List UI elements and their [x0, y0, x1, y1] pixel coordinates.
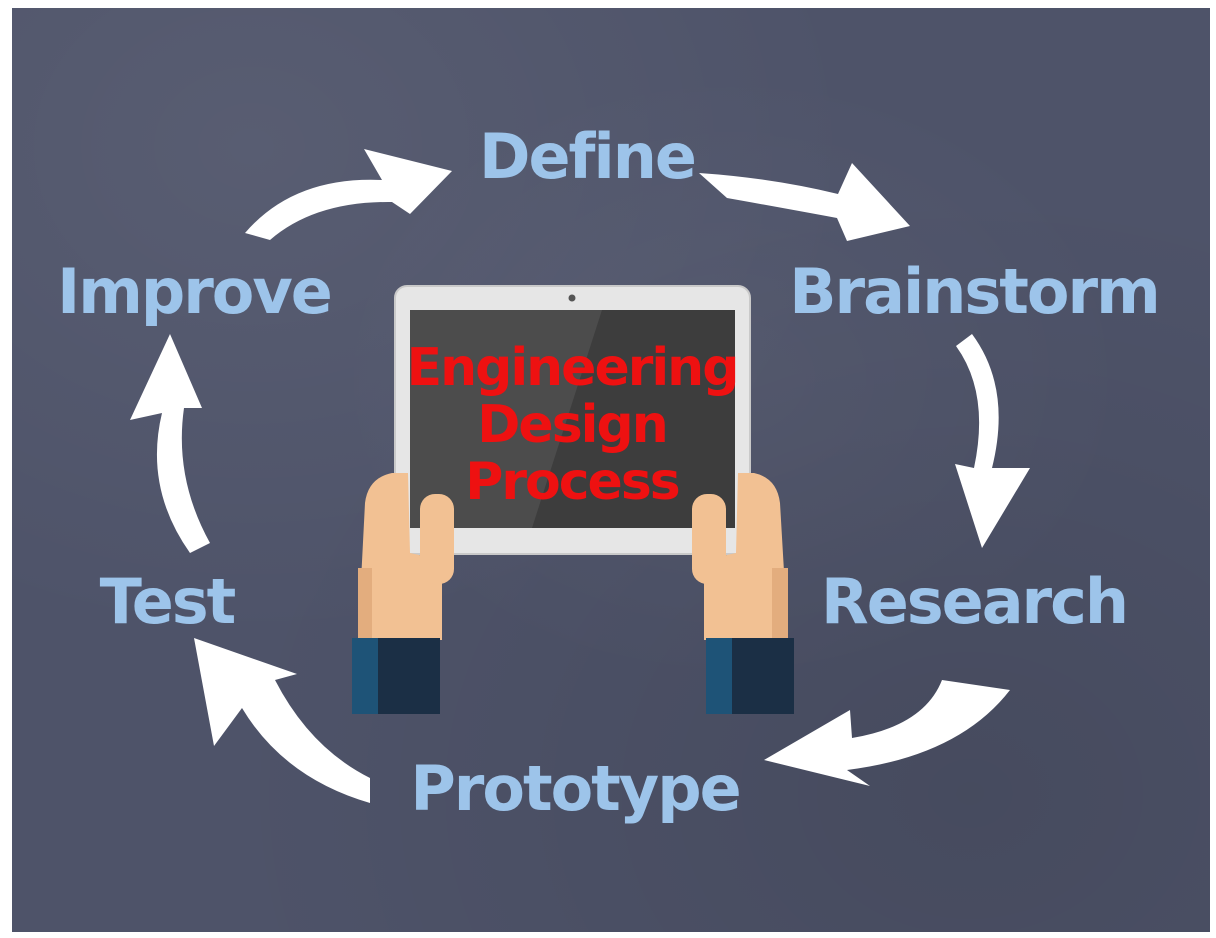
- arrow-brainstorm-to-research: [955, 334, 1030, 548]
- tablet-illustration: Engineering Design Process: [352, 285, 794, 714]
- chalkboard-background: Define Brainstorm Research Prototype Tes…: [12, 8, 1210, 932]
- arrow-prototype-to-test: [194, 638, 370, 803]
- arrow-define-to-brainstorm: [699, 163, 910, 241]
- step-improve: Improve: [57, 255, 331, 328]
- step-research: Research: [821, 565, 1127, 638]
- left-thumb: [420, 494, 454, 584]
- title-line-3: Process: [465, 452, 679, 512]
- title-line-1: Engineering: [407, 338, 738, 398]
- right-thumb: [692, 494, 726, 584]
- screen-shine: [532, 310, 735, 528]
- arrow-research-to-prototype: [764, 680, 1010, 786]
- step-prototype: Prototype: [410, 752, 739, 825]
- right-hand: [692, 473, 794, 714]
- arrow-improve-to-define: [245, 149, 452, 240]
- title-line-2: Design: [477, 395, 666, 455]
- cycle-arrows: [130, 149, 1030, 803]
- arrow-test-to-improve: [130, 334, 210, 553]
- step-brainstorm: Brainstorm: [789, 255, 1158, 328]
- step-define: Define: [479, 120, 695, 193]
- design-cycle-diagram: Define Brainstorm Research Prototype Tes…: [57, 120, 1161, 825]
- camera-icon: [568, 294, 576, 302]
- step-test: Test: [100, 565, 236, 638]
- left-hand: [352, 473, 454, 714]
